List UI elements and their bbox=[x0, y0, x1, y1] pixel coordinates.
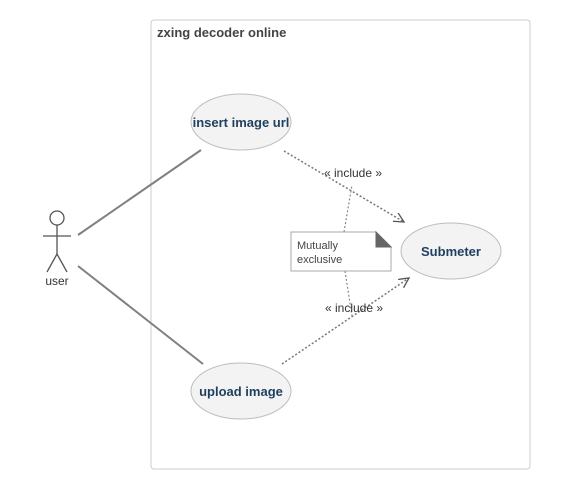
use-case-insert-url-label: insert image url bbox=[193, 115, 290, 130]
note-corner-fold bbox=[375, 230, 393, 248]
actor-label: user bbox=[45, 274, 68, 288]
use-case-submeter-label: Submeter bbox=[421, 244, 481, 259]
use-case-upload-ellipse bbox=[190, 362, 292, 420]
include-label-top: « include » bbox=[324, 166, 382, 180]
association-user-insert-url bbox=[77, 149, 202, 236]
use-case-upload-label: upload image bbox=[199, 384, 283, 399]
use-case-insert-image-url[interactable]: insert image url bbox=[190, 93, 292, 151]
include-relation-top bbox=[283, 150, 404, 222]
note-line-1: Mutually bbox=[297, 240, 338, 252]
use-case-submeter-ellipse bbox=[400, 222, 502, 280]
note-connector-bottom bbox=[344, 270, 353, 317]
actor-head bbox=[49, 210, 65, 226]
use-case-insert-url-ellipse bbox=[190, 93, 292, 151]
note-mutually-exclusive[interactable]: Mutually exclusive bbox=[290, 230, 393, 272]
use-case-submeter[interactable]: Submeter bbox=[400, 222, 502, 280]
system-title: zxing decoder online bbox=[157, 25, 286, 40]
actor-user[interactable] bbox=[43, 210, 71, 273]
actor-left-leg bbox=[46, 253, 58, 273]
use-case-upload-image[interactable]: upload image bbox=[190, 362, 292, 420]
association-user-upload bbox=[77, 265, 204, 365]
note-line-2: exclusive bbox=[297, 254, 342, 266]
note-body bbox=[290, 231, 392, 272]
include-label-bottom: « include » bbox=[325, 301, 383, 315]
actor-right-leg bbox=[56, 253, 68, 273]
include-relation-bottom bbox=[281, 278, 409, 365]
